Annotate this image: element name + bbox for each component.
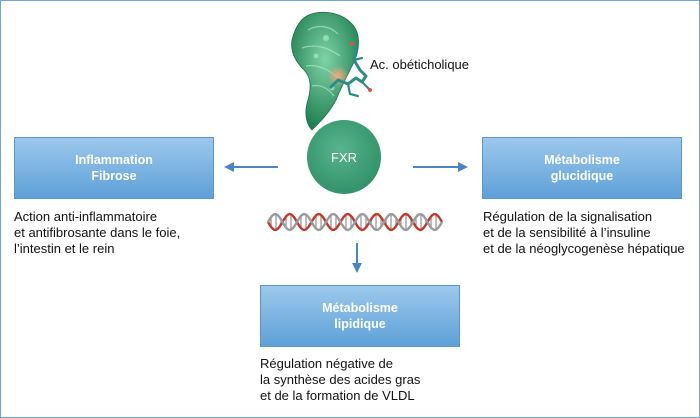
ligand-label: Ac. obéticholique <box>370 57 470 72</box>
arrow-right-icon <box>413 162 468 172</box>
desc-lipidic: Régulation négative de la synthèse des a… <box>260 356 420 404</box>
desc-lipidic-line: la synthèse des acides gras <box>260 372 421 387</box>
box-lipidic-line1: Métabolisme <box>322 301 398 315</box>
desc-lipidic-line: Régulation négative de <box>260 356 393 371</box>
desc-glucidic-line: et de la sensibilité à l’insuline <box>483 225 651 240</box>
desc-inflammation-line: Action anti-inflammatoire <box>14 209 158 224</box>
desc-inflammation-line: l’intestin et le rein <box>14 241 115 256</box>
box-lipidic-line2: lipidique <box>334 317 386 331</box>
desc-inflammation: Action anti-inflammatoire et antifibrosa… <box>14 209 180 257</box>
box-metabolism-lipidic: Métabolisme lipidique <box>260 285 460 347</box>
protein-structure-icon <box>291 11 359 131</box>
desc-glucidic-line: et de la néoglycogenèse hépatique <box>483 241 685 256</box>
box-inflammation-line1: Inflammation <box>75 153 153 167</box>
arrow-left-icon <box>224 162 278 172</box>
box-inflammation-line2: Fibrose <box>91 169 137 183</box>
desc-glucidic: Régulation de la signalisation et de la … <box>483 209 685 257</box>
dna-strand <box>266 212 444 232</box>
box-inflammation: Inflammation Fibrose <box>14 137 214 199</box>
ligand-molecule-icon <box>327 42 372 98</box>
desc-inflammation-line: et antifibrosante dans le foie, <box>14 225 181 240</box>
box-glucidic-line2: glucidique <box>550 169 614 183</box>
arrow-down-icon <box>352 243 362 273</box>
box-glucidic-line1: Métabolisme <box>544 153 620 167</box>
desc-glucidic-line: Régulation de la signalisation <box>483 209 653 224</box>
fxr-circle <box>307 120 381 194</box>
box-metabolism-glucidic: Métabolisme glucidique <box>482 137 682 199</box>
fxr-label: FXR <box>331 149 357 165</box>
desc-lipidic-line: et de la formation de VLDL <box>260 388 415 403</box>
dna-helix-icon <box>266 212 444 232</box>
